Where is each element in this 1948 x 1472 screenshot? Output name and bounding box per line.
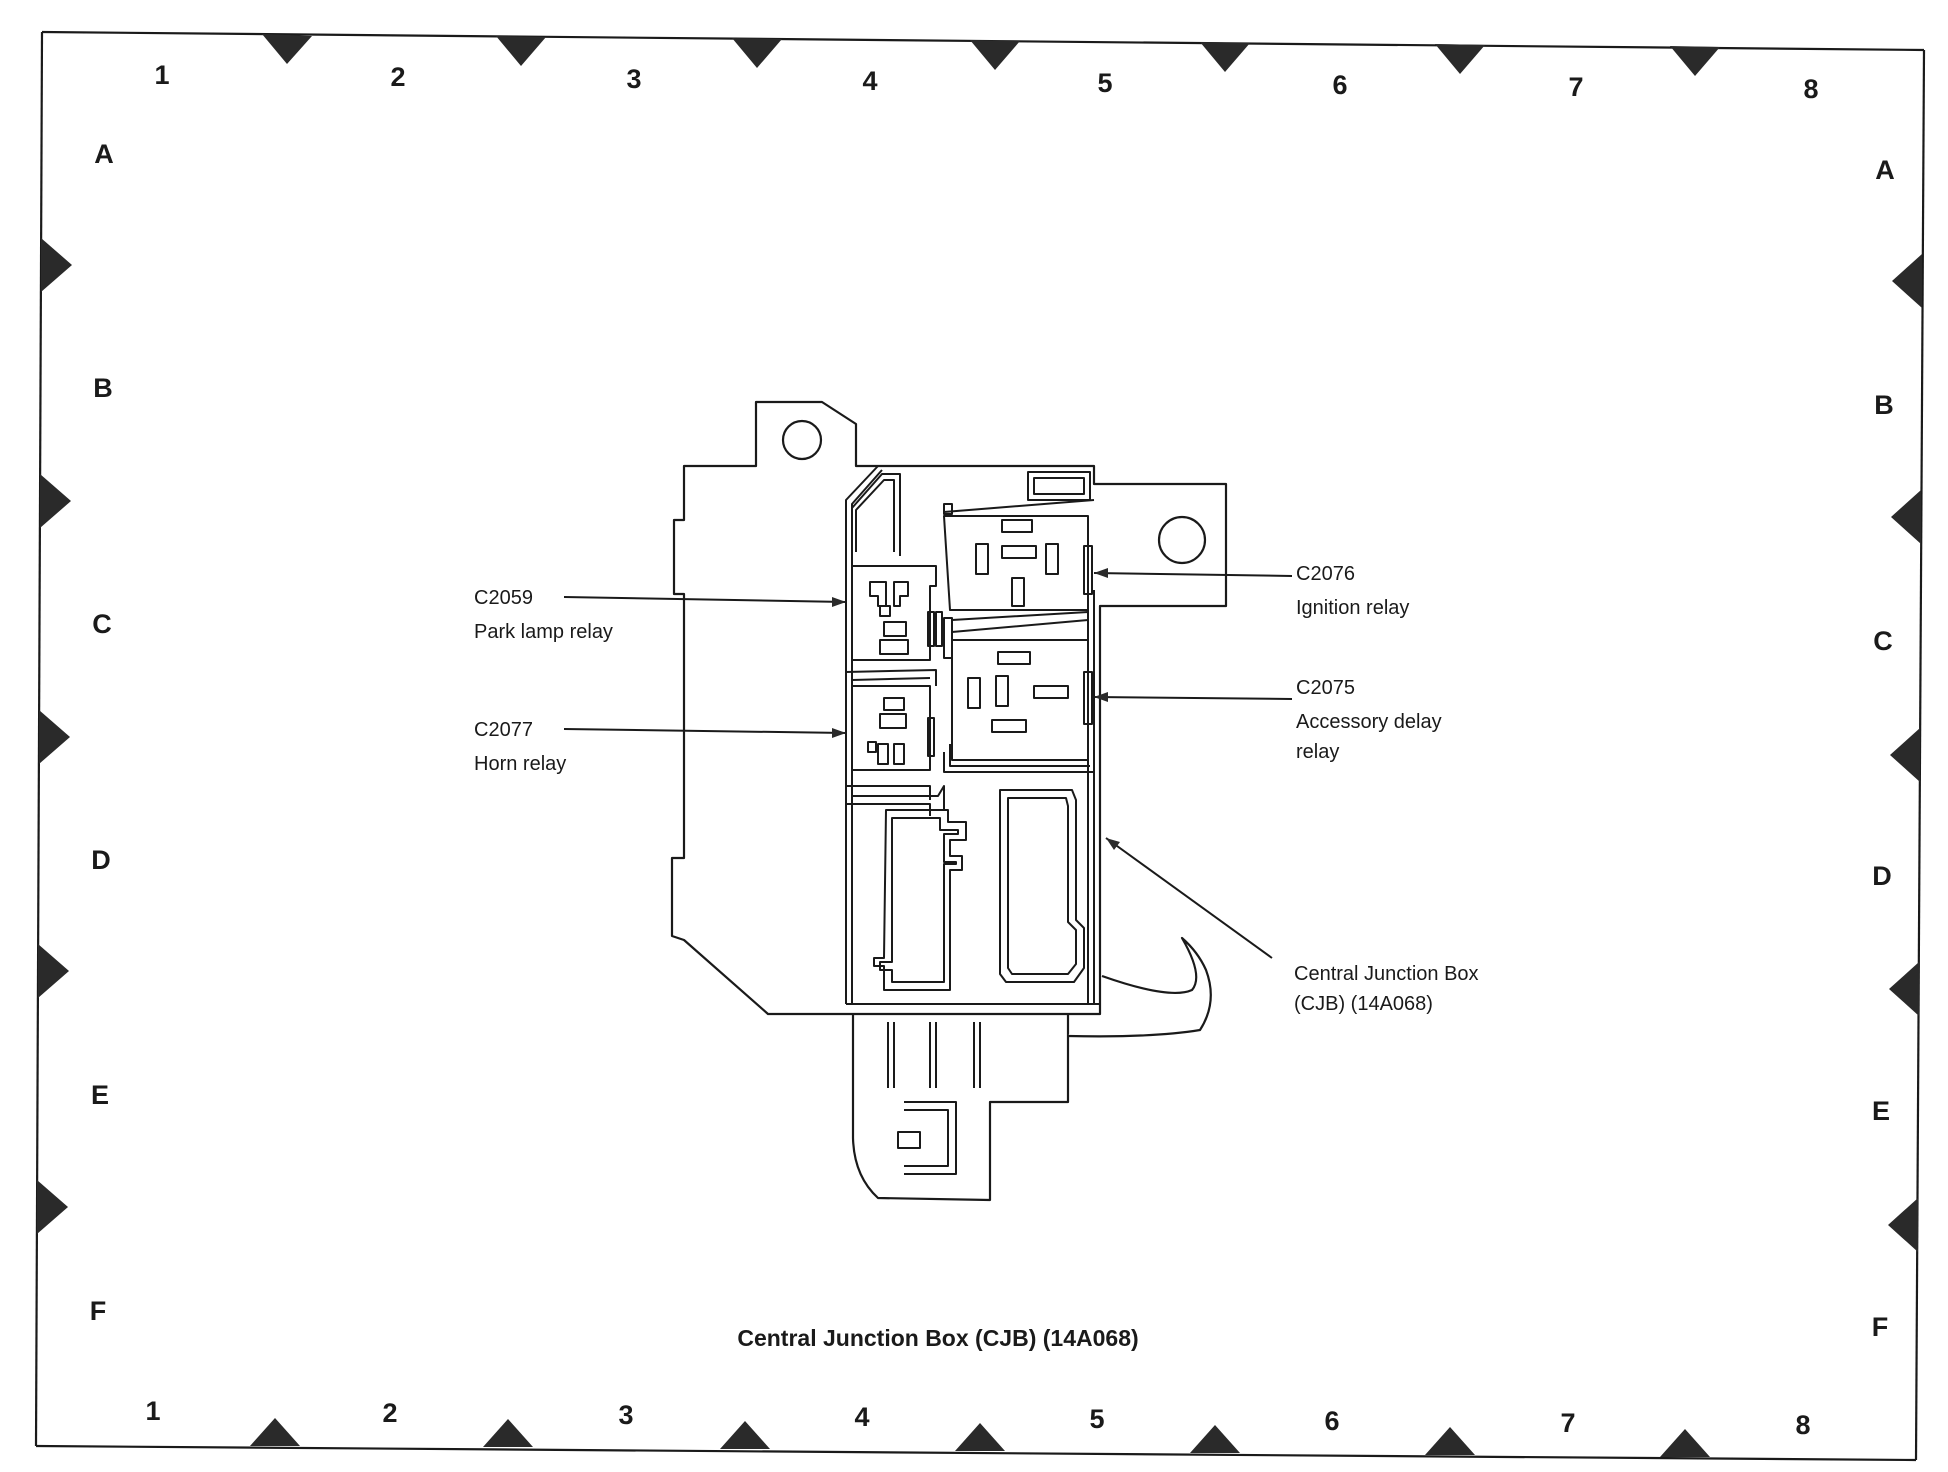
row-label: C (1873, 626, 1893, 656)
row-label: A (94, 139, 114, 169)
col-label: 5 (1089, 1404, 1104, 1434)
row-label: E (1872, 1096, 1890, 1126)
callout-connector-id: C2077 (474, 719, 533, 741)
ignition-relay-cavity (943, 515, 1089, 611)
callout-cjb: Central Junction Box (CJB) (14A068) (1294, 963, 1479, 1015)
col-label: 4 (854, 1402, 869, 1432)
row-label: F (1872, 1312, 1889, 1342)
col-label: 2 (382, 1398, 397, 1428)
callout-c2076: C2076 Ignition relay (1296, 563, 1409, 619)
accessory-delay-relay-cavity (951, 639, 1089, 761)
callout-leaders (563, 568, 1293, 959)
column-labels-bottom: 1 2 3 4 5 6 7 8 (145, 1396, 1810, 1440)
column-labels-top: 1 2 3 4 5 6 7 8 (154, 60, 1818, 104)
col-label: 4 (862, 66, 877, 96)
col-label: 6 (1332, 70, 1347, 100)
callout-description: (CJB) (14A068) (1294, 993, 1433, 1015)
callout-description: relay (1296, 741, 1339, 763)
callout-c2077: C2077 Horn relay (474, 719, 566, 775)
row-labels-left: A B C D E F (90, 139, 114, 1326)
col-label: 8 (1803, 74, 1818, 104)
callout-connector-id: C2075 (1296, 677, 1355, 699)
callout-c2059: C2059 Park lamp relay (474, 587, 613, 643)
col-label: 3 (626, 64, 641, 94)
row-label: D (1872, 861, 1892, 891)
park-lamp-relay-cavity (851, 565, 937, 661)
col-label: 7 (1560, 1408, 1575, 1438)
col-label: 6 (1324, 1406, 1339, 1436)
col-label: 5 (1097, 68, 1112, 98)
callout-description: Horn relay (474, 753, 566, 775)
row-label: B (1874, 390, 1894, 420)
horn-relay-cavity (851, 685, 931, 771)
frame-markers (37, 34, 1922, 1457)
callout-c2075: C2075 Accessory delay relay (1296, 677, 1442, 763)
row-label: E (91, 1080, 109, 1110)
central-junction-box-illustration (670, 400, 1228, 1202)
col-label: 2 (390, 62, 405, 92)
lower-right-connector-cavity (999, 789, 1085, 983)
callout-description: Ignition relay (1296, 597, 1409, 619)
cjb-strap (1067, 936, 1212, 1038)
row-label: C (92, 609, 112, 639)
callout-description: Accessory delay (1296, 711, 1442, 733)
callout-description: Park lamp relay (474, 621, 613, 643)
row-labels-right: A B C D E F (1872, 155, 1895, 1342)
row-label: A (1875, 155, 1895, 185)
callout-connector-id: Central Junction Box (1294, 963, 1479, 985)
cjb-lower-tab (851, 1014, 1070, 1202)
figure-caption: Central Junction Box (CJB) (14A068) (737, 1325, 1138, 1351)
row-label: B (93, 373, 113, 403)
col-label: 3 (618, 1400, 633, 1430)
callout-connector-id: C2059 (474, 587, 533, 609)
col-label: 1 (154, 60, 169, 90)
row-label: D (91, 845, 111, 875)
col-label: 7 (1568, 72, 1583, 102)
row-label: F (90, 1296, 107, 1326)
callout-connector-id: C2076 (1296, 563, 1355, 585)
col-label: 1 (145, 1396, 160, 1426)
col-label: 8 (1795, 1410, 1810, 1440)
lower-left-connector-cavity (873, 809, 967, 991)
